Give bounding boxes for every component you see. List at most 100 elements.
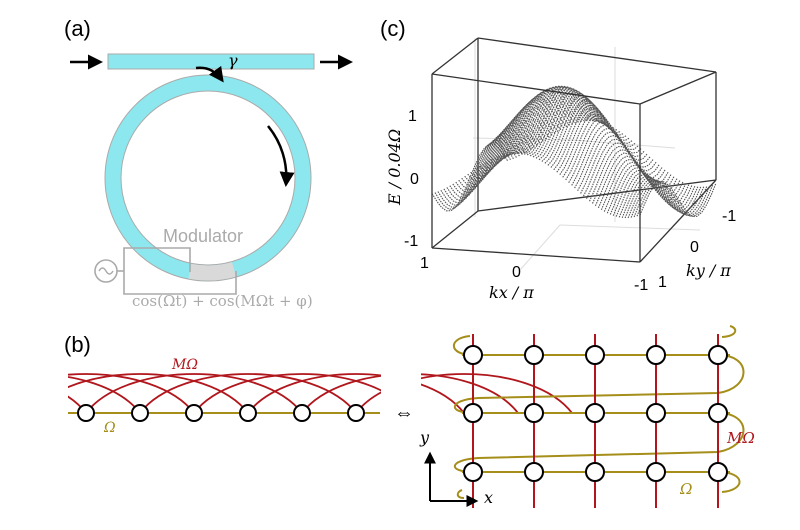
lattice-site bbox=[708, 462, 728, 482]
surface-line bbox=[532, 89, 610, 158]
surface-line bbox=[630, 179, 708, 218]
z-axis-label: E / 0.04Ω bbox=[385, 129, 404, 206]
lattice-site bbox=[463, 462, 483, 482]
axis-x-label: x bbox=[484, 488, 493, 507]
chain-site bbox=[239, 404, 257, 422]
lattice-site bbox=[463, 345, 483, 365]
surface-line bbox=[512, 86, 589, 154]
chain-mask-left bbox=[0, 360, 68, 440]
surface-line bbox=[470, 110, 548, 180]
surface-line bbox=[568, 120, 646, 183]
x-tick-mid: 0 bbox=[512, 264, 521, 281]
surface-line bbox=[518, 85, 595, 154]
surface-line bbox=[485, 98, 562, 167]
surface-line bbox=[639, 181, 717, 217]
surface-line bbox=[473, 108, 551, 177]
panel-c-label: (c) bbox=[380, 16, 406, 41]
surface-line bbox=[538, 92, 616, 161]
surface-line bbox=[621, 175, 699, 219]
chain-site bbox=[185, 404, 203, 422]
chain-site bbox=[77, 404, 95, 422]
surface-line bbox=[461, 119, 539, 188]
chain-site bbox=[347, 404, 365, 422]
nn-coupling-label: Ω bbox=[103, 420, 116, 436]
chain-sites bbox=[77, 404, 365, 422]
long-range-couplings bbox=[0, 360, 573, 440]
chain-site bbox=[293, 404, 311, 422]
modulator-segment bbox=[188, 262, 237, 281]
lattice-site bbox=[585, 345, 605, 365]
surface-line bbox=[594, 152, 672, 207]
lattice-site bbox=[585, 462, 605, 482]
lattice-site bbox=[524, 345, 544, 365]
surface-line bbox=[529, 88, 607, 157]
lattice-wrap-link bbox=[456, 489, 465, 499]
surface-line bbox=[535, 91, 613, 159]
lattice-site bbox=[646, 403, 666, 423]
panel-b-lattice: MΩ Ω y x bbox=[419, 325, 755, 508]
chain-site bbox=[131, 404, 149, 422]
surface-line bbox=[571, 124, 649, 186]
long-range-arc bbox=[139, 373, 357, 414]
surface-line bbox=[627, 178, 705, 219]
x-tick-left: 1 bbox=[420, 255, 429, 272]
y-axis-label: ky / π bbox=[686, 261, 731, 280]
surface-line bbox=[488, 96, 565, 165]
equivalence-symbol: ⇔ bbox=[394, 402, 414, 424]
z-tick-top: 1 bbox=[408, 108, 417, 125]
modulation-formula: cos(Ωt) + cos(MΩt + φ) bbox=[132, 292, 313, 310]
surface-line bbox=[482, 100, 559, 169]
surface-line bbox=[577, 131, 655, 192]
surface-line bbox=[449, 130, 527, 199]
surface-line bbox=[515, 85, 592, 154]
surface-line bbox=[494, 92, 571, 161]
surface-line bbox=[574, 127, 652, 189]
lattice-site bbox=[708, 403, 728, 423]
x-tick-right: -1 bbox=[634, 277, 648, 294]
panel-c: (c) 1 bbox=[380, 16, 736, 302]
lattice-long-label: MΩ bbox=[726, 429, 755, 447]
surface-line bbox=[467, 113, 545, 183]
lattice-site bbox=[646, 462, 666, 482]
bus-waveguide bbox=[107, 53, 315, 70]
plot-box-front bbox=[431, 37, 717, 263]
panel-a-label: (a) bbox=[64, 16, 91, 41]
coupling-arrow-icon bbox=[195, 65, 224, 83]
x-axis-label: kx / π bbox=[489, 283, 534, 302]
surface-line bbox=[636, 180, 714, 217]
lattice-site bbox=[585, 403, 605, 423]
surface-line bbox=[597, 155, 675, 209]
surface-line bbox=[633, 180, 711, 218]
surface-line bbox=[588, 146, 666, 202]
panel-b-label: (b) bbox=[64, 332, 91, 357]
y-tick-top: -1 bbox=[722, 208, 736, 225]
surface-line bbox=[440, 137, 518, 206]
surface-line bbox=[565, 117, 643, 181]
surface-line bbox=[497, 90, 574, 160]
lattice-sites bbox=[463, 345, 728, 482]
modulator-label: Modulator bbox=[163, 226, 243, 246]
panel-b-chain: (b) MΩ Ω ⇔ bbox=[0, 332, 573, 440]
z-tick-bottom: -1 bbox=[404, 233, 418, 250]
surface-line bbox=[500, 89, 577, 158]
surface-line bbox=[491, 94, 568, 163]
long-coupling-label: MΩ bbox=[171, 357, 198, 373]
long-range-arc bbox=[85, 373, 303, 414]
chain-mask-right bbox=[381, 360, 421, 440]
surface-line bbox=[479, 103, 556, 172]
axis-y-label: y bbox=[419, 428, 430, 447]
y-tick-mid: 0 bbox=[690, 239, 699, 256]
lattice-site bbox=[463, 403, 483, 423]
surface-line bbox=[580, 135, 658, 194]
lattice-wrap-link bbox=[721, 325, 737, 338]
lattice-site bbox=[646, 345, 666, 365]
surface-line bbox=[446, 132, 524, 202]
surface-line bbox=[443, 135, 521, 204]
energy-surface bbox=[431, 85, 717, 219]
long-range-arc bbox=[247, 373, 465, 414]
lattice-site bbox=[524, 462, 544, 482]
lattice-site bbox=[708, 345, 728, 365]
panel-a: (a) γ Modulator cos(Ωt) + cos(MΩt + φ) bbox=[64, 16, 353, 310]
sine-wave-icon bbox=[98, 267, 114, 275]
